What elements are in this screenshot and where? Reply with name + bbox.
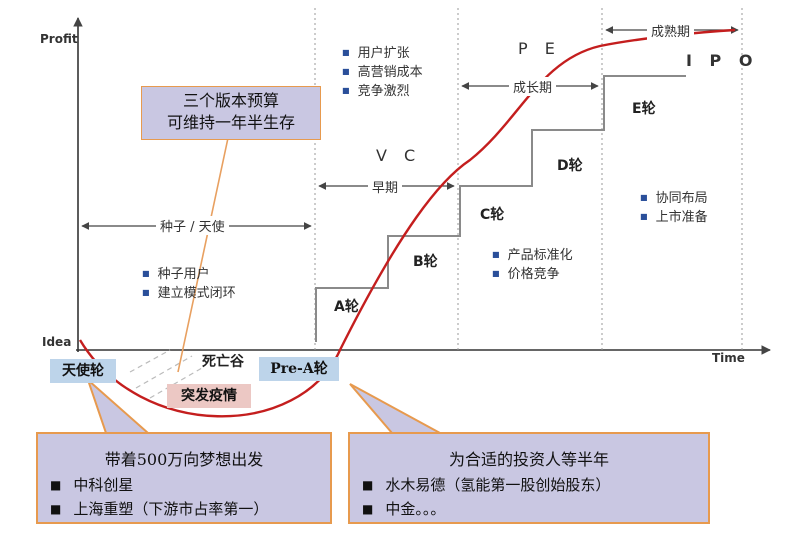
seed-phase-label: 种子 / 天使 (156, 216, 229, 235)
list-item: 价格竞争 (492, 266, 573, 285)
start-callout-pointer (85, 376, 151, 434)
list-item: 水木易德（氢能第一股创始股东） (362, 474, 708, 498)
investor-callout: 为合适的投资人等半年 水木易德（氢能第一股创始股东） 中金。。。 (348, 432, 710, 524)
round-a-label: A轮 (334, 299, 359, 315)
start-callout: 带着500万向梦想出发 中科创星 上海重塑（下游市占率第一） (36, 432, 332, 524)
death-valley-label: 死亡谷 (202, 354, 244, 370)
investor-callout-title: 为合适的投资人等半年 (448, 450, 609, 469)
angel-round-tag: 天使轮 (50, 359, 116, 383)
list-item: 产品标准化 (492, 247, 573, 266)
list-item: 竞争激烈 (342, 83, 423, 102)
investor-callout-list: 水木易德（氢能第一股创始股东） 中金。。。 (362, 474, 708, 522)
y-axis-label: Profit (40, 32, 78, 46)
round-c-label: C轮 (480, 207, 505, 223)
budget-callout-line1: 三个版本预算 (182, 91, 279, 110)
budget-callout-line2: 可维持一年半生存 (166, 113, 295, 132)
growth-bullet-list: 产品标准化 价格竞争 (492, 247, 573, 285)
list-item: 建立模式闭环 (142, 285, 236, 304)
start-callout-title: 带着500万向梦想出发 (104, 450, 264, 469)
vc-bullet-list: 用户扩张 高营销成本 竞争激烈 (342, 45, 423, 102)
list-item: 中科创星 (50, 474, 330, 498)
seed-bullet-list: 种子用户 建立模式闭环 (142, 266, 236, 304)
valley-hatch-3 (149, 367, 203, 399)
valley-hatch-2 (135, 355, 193, 389)
list-item: 中金。。。 (362, 498, 708, 522)
funding-staircase (315, 75, 686, 342)
investor-callout-pointer (349, 383, 441, 434)
list-item: 上海重塑（下游市占率第一） (50, 498, 330, 522)
round-d-label: D轮 (557, 158, 583, 174)
pe-label: P E (518, 39, 561, 58)
growth-curve (78, 28, 736, 418)
list-item: 高营销成本 (342, 64, 423, 83)
mature-bullet-list: 协同布局 上市准备 (640, 190, 708, 228)
epidemic-tag: 突发疫情 (167, 384, 251, 408)
budget-callout: 三个版本预算 可维持一年半生存 (141, 86, 321, 140)
origin-label: Idea (42, 335, 72, 349)
round-b-label: B轮 (413, 254, 438, 270)
early-phase-label: 早期 (368, 177, 403, 196)
ipo-label: I P O (686, 51, 759, 70)
mature-phase-label: 成熟期 (647, 21, 695, 40)
pre-a-round-tag: Pre-A轮 (259, 357, 339, 381)
list-item: 上市准备 (640, 209, 708, 228)
list-item: 协同布局 (640, 190, 708, 209)
list-item: 种子用户 (142, 266, 236, 285)
budget-pointer-line (177, 137, 229, 373)
round-e-label: E轮 (632, 101, 656, 117)
x-axis-label: Time (712, 351, 745, 365)
list-item: 用户扩张 (342, 45, 423, 64)
vc-label: V C (376, 146, 422, 165)
valley-hatch-1 (129, 349, 171, 373)
start-callout-list: 中科创星 上海重塑（下游市占率第一） (50, 474, 330, 522)
growth-phase-label: 成长期 (509, 77, 557, 96)
